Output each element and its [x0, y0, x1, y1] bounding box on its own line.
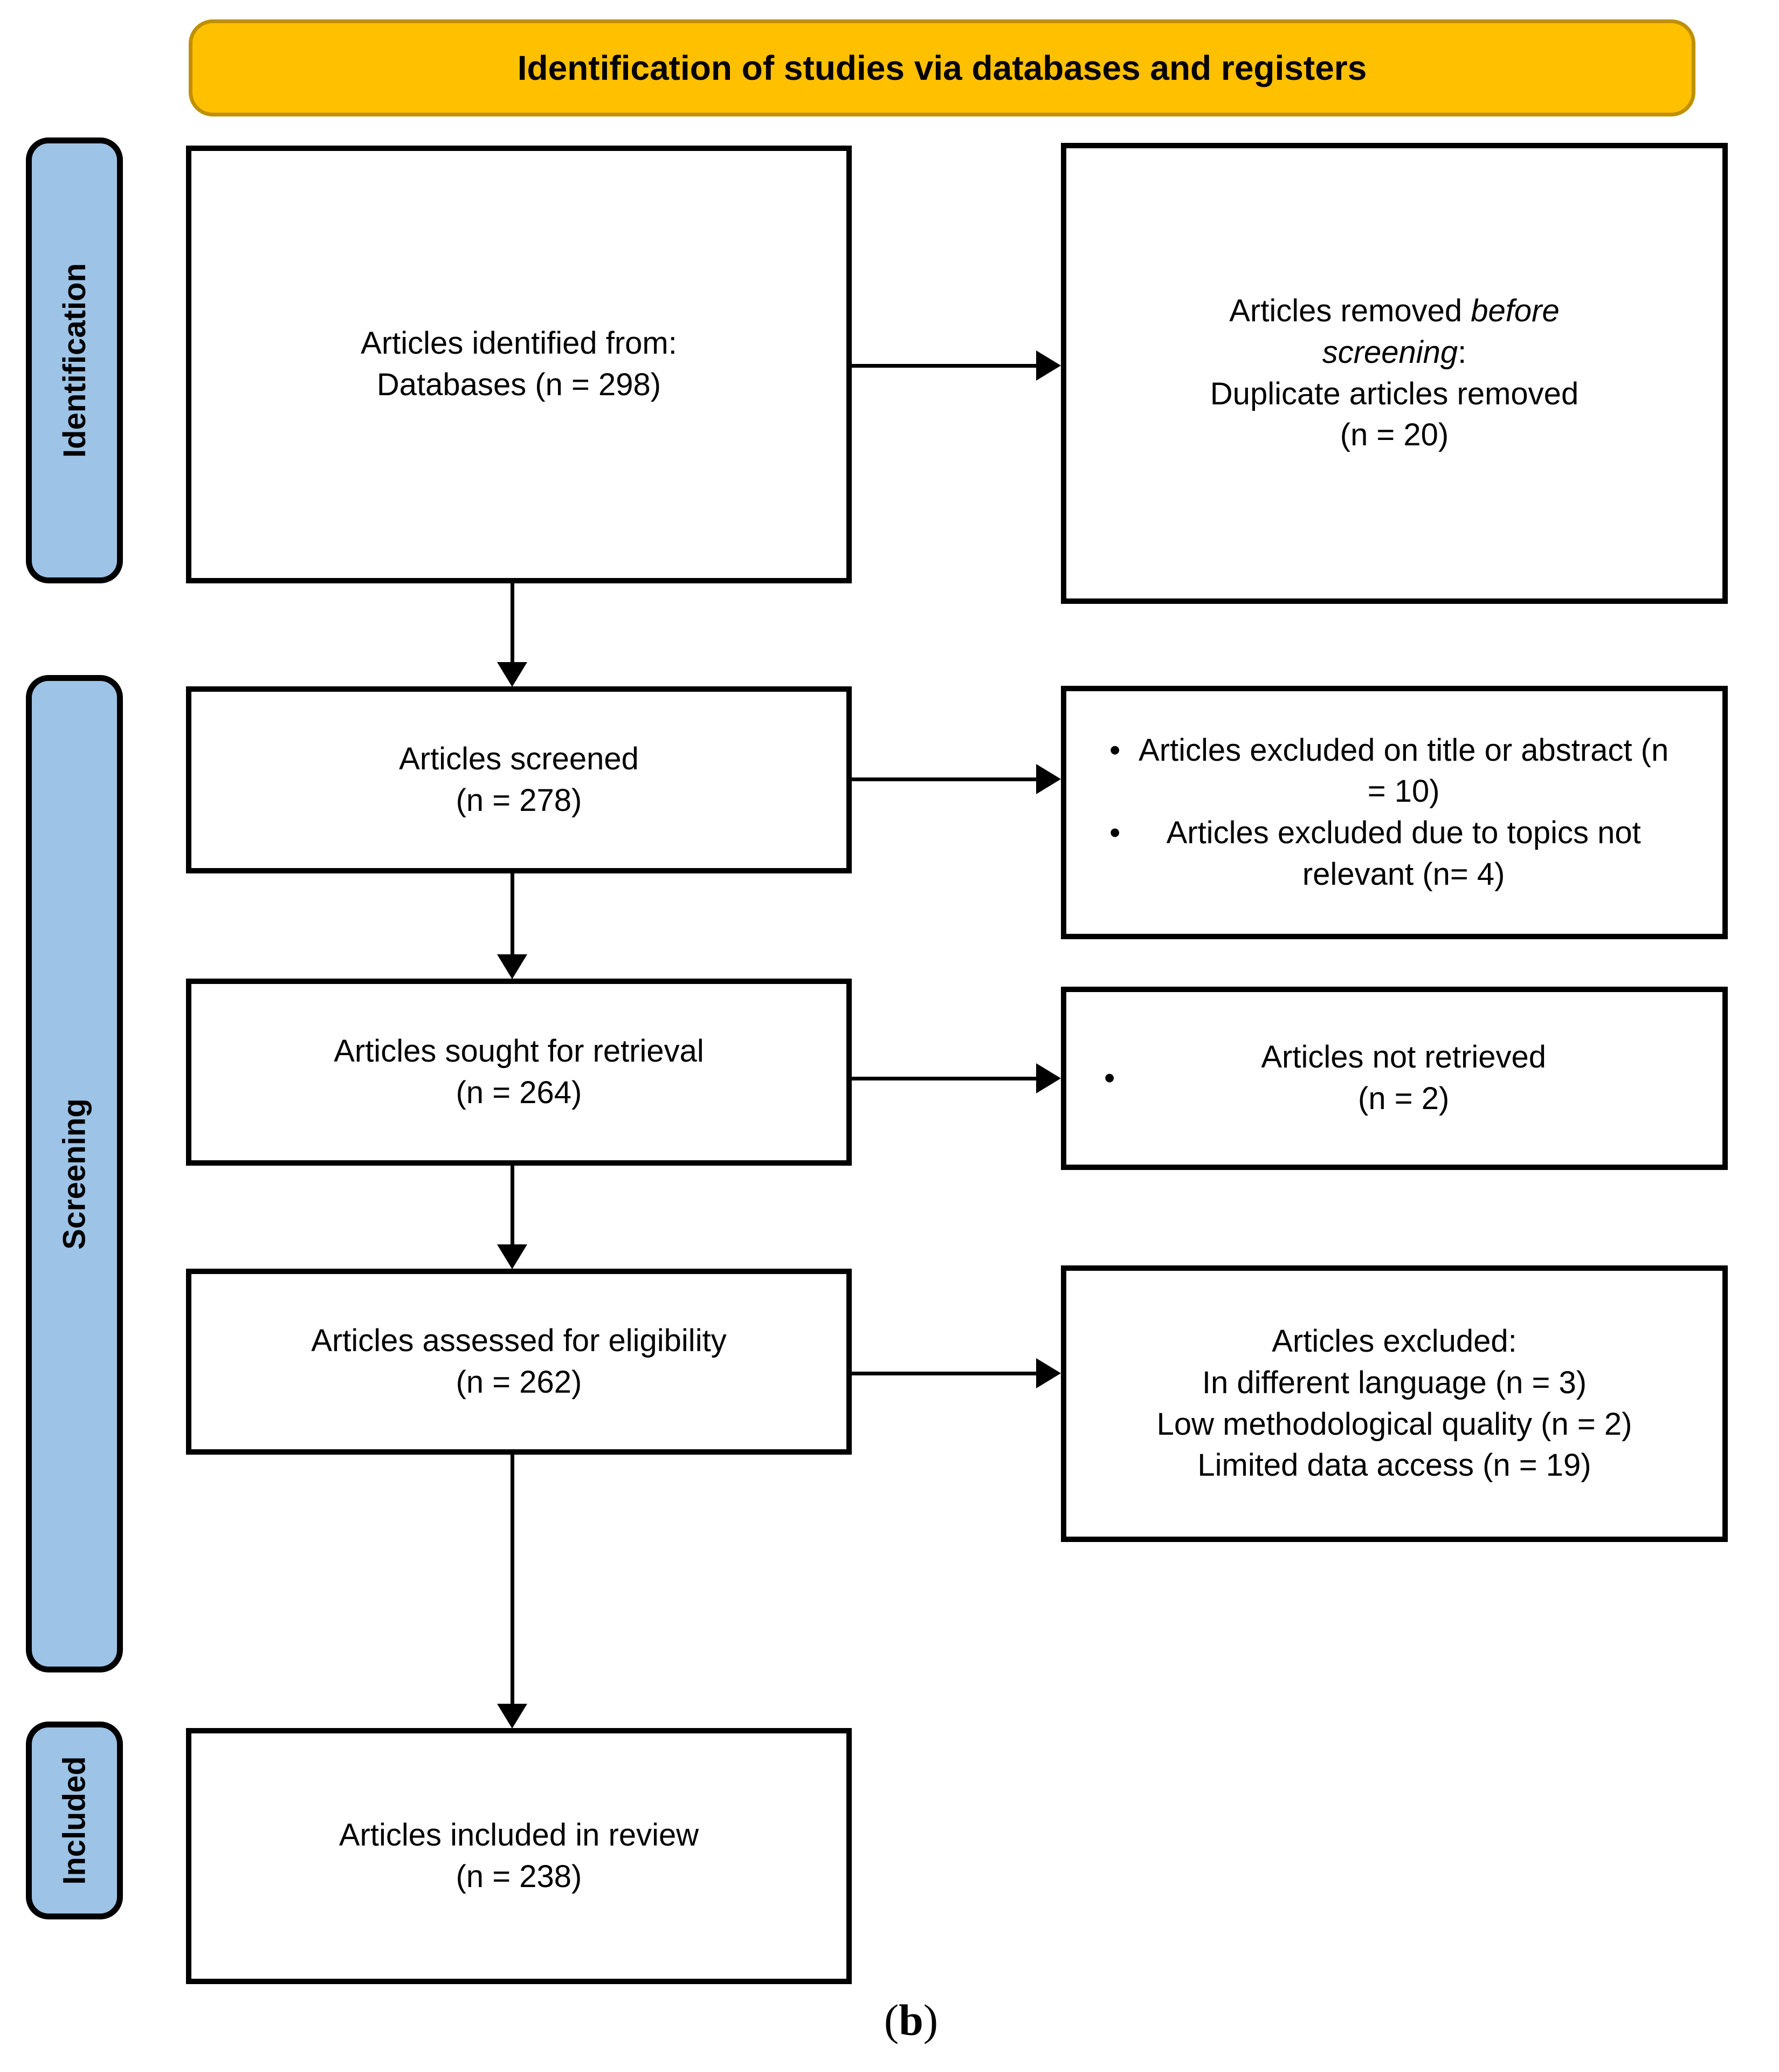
- box-articles-screened-line: Articles screened: [399, 741, 639, 776]
- box-articles-identified: Articles identified from: Databases (n =…: [186, 146, 852, 583]
- box-articles-removed-count: (n = 20): [1340, 417, 1449, 453]
- arrowhead-screened-to-sought: [497, 954, 527, 979]
- box-articles-excluded-screening: • Articles excluded on title or abstract…: [1061, 686, 1728, 939]
- excluded-eligibility-title: Articles excluded:: [1272, 1324, 1517, 1359]
- arrow-assessed-to-excluded: [852, 1372, 1037, 1375]
- box-articles-removed-line2: screening:: [1322, 332, 1467, 374]
- bullet-icon: •: [1104, 1060, 1115, 1096]
- stage-screening-label: Screening: [57, 1098, 92, 1250]
- box-articles-removed-line1: Articles removed before: [1229, 291, 1560, 332]
- arrowhead-identified-to-removed: [1036, 350, 1061, 381]
- stage-identification: Identification: [26, 137, 123, 583]
- arrowhead-assessed-to-excluded: [1036, 1358, 1061, 1388]
- arrowhead-sought-to-assessed: [497, 1244, 527, 1269]
- arrowhead-screened-to-excluded: [1036, 764, 1061, 794]
- excluded-screening-item-text: Articles excluded due to topics not rele…: [1166, 815, 1641, 892]
- excluded-eligibility-reason: Low methodological quality (n = 2): [1156, 1406, 1632, 1442]
- box-articles-assessed-line: Articles assessed for eligibility: [311, 1323, 727, 1358]
- box-articles-removed: Articles removed before screening: Dupli…: [1061, 143, 1728, 604]
- box-articles-included: Articles included in review (n = 238): [186, 1728, 852, 1984]
- box-articles-included-count: (n = 238): [456, 1858, 582, 1894]
- header-banner: Identification of studies via databases …: [189, 19, 1695, 116]
- stage-included-label: Included: [57, 1756, 92, 1885]
- box-articles-identified-count: Databases (n = 298): [376, 367, 661, 402]
- not-retrieved-line: Articles not retrieved: [1261, 1040, 1546, 1075]
- bullet-icon: •: [1109, 815, 1121, 850]
- box-articles-sought: Articles sought for retrieval (n = 264): [186, 979, 852, 1166]
- excluded-eligibility-reason: Limited data access (n = 19): [1197, 1448, 1591, 1483]
- excluded-screening-item: • Articles excluded on title or abstract…: [1066, 730, 1722, 813]
- stage-included: Included: [26, 1722, 123, 1919]
- box-articles-excluded-eligibility: Articles excluded: In different language…: [1061, 1265, 1728, 1542]
- not-retrieved-item-text: Articles not retrieved (n = 2): [1122, 1037, 1685, 1119]
- box-articles-sought-count: (n = 264): [456, 1075, 582, 1110]
- arrow-screened-to-sought: [511, 873, 514, 955]
- removed-line1-italic: before: [1471, 293, 1560, 329]
- box-articles-included-line: Articles included in review: [339, 1817, 699, 1853]
- removed-line1-text: Articles removed: [1229, 293, 1471, 329]
- arrow-identified-to-removed: [852, 364, 1037, 368]
- stage-identification-label: Identification: [57, 263, 92, 458]
- box-articles-assessed: Articles assessed for eligibility (n = 2…: [186, 1269, 852, 1455]
- stage-screening: Screening: [26, 675, 123, 1672]
- caption-open-paren: (: [884, 1995, 899, 2045]
- arrow-assessed-to-included: [511, 1455, 514, 1704]
- arrowhead-assessed-to-included: [497, 1704, 527, 1729]
- header-title: Identification of studies via databases …: [517, 49, 1367, 87]
- arrow-sought-to-not-retrieved: [852, 1077, 1037, 1080]
- caption-letter: b: [899, 1995, 923, 2045]
- box-articles-screened: Articles screened (n = 278): [186, 686, 852, 873]
- excluded-eligibility-reason: In different language (n = 3): [1202, 1365, 1587, 1400]
- removed-line2-text: :: [1458, 334, 1467, 370]
- excluded-screening-item: • Articles excluded due to topics not re…: [1066, 813, 1722, 895]
- caption-close-paren: ): [923, 1995, 939, 2045]
- arrowhead-identified-to-screened: [497, 662, 527, 687]
- removed-line2-italic: screening: [1322, 334, 1458, 370]
- arrow-sought-to-assessed: [511, 1166, 514, 1245]
- not-retrieved-count: (n = 2): [1358, 1081, 1450, 1116]
- arrowhead-sought-to-not-retrieved: [1036, 1063, 1061, 1093]
- box-articles-assessed-count: (n = 262): [456, 1364, 582, 1400]
- box-articles-removed-line3: Duplicate articles removed: [1210, 376, 1579, 411]
- figure-caption: (b): [830, 1995, 992, 2046]
- excluded-screening-item-text: Articles excluded on title or abstract (…: [1139, 732, 1669, 809]
- box-articles-screened-count: (n = 278): [456, 782, 582, 818]
- box-articles-identified-line: Articles identified from:: [361, 326, 677, 361]
- arrow-identified-to-screened: [511, 583, 514, 663]
- box-articles-not-retrieved: • Articles not retrieved (n = 2): [1061, 987, 1728, 1170]
- bullet-icon: •: [1109, 732, 1121, 768]
- arrow-screened-to-excluded: [852, 777, 1037, 781]
- box-articles-sought-line: Articles sought for retrieval: [334, 1033, 704, 1069]
- not-retrieved-item: • Articles not retrieved (n = 2): [1066, 1037, 1722, 1119]
